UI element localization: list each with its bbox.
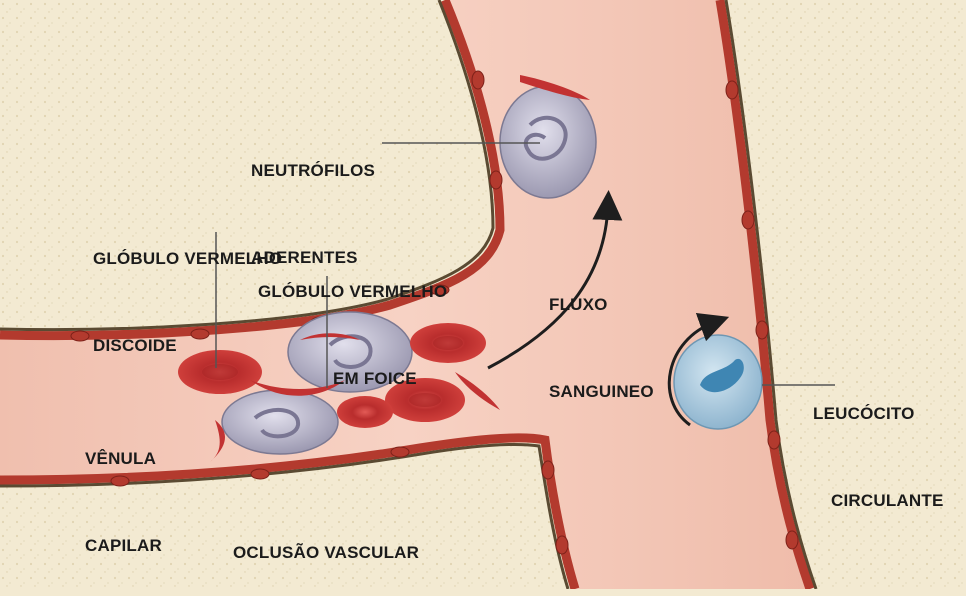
label-discoid-red-cell: GLÓBULO VERMELHO DISCOIDE: [93, 186, 282, 389]
circulating-leukocyte: [674, 335, 762, 429]
label-blood-flow: FLUXO SANGUINEO: [549, 232, 654, 435]
label-venule: VÊNULA CAPILAR: [85, 386, 162, 589]
label-vascular-occlusion: OCLUSÃO VASCULAR: [233, 480, 419, 596]
label-leukocyte: LEUCÓCITO CIRCULANTE: [813, 341, 944, 544]
label-sickle-red-cell: GLÓBULO VERMELHO EM FOICE: [258, 219, 447, 422]
adherent-neutrophil: [500, 86, 596, 198]
